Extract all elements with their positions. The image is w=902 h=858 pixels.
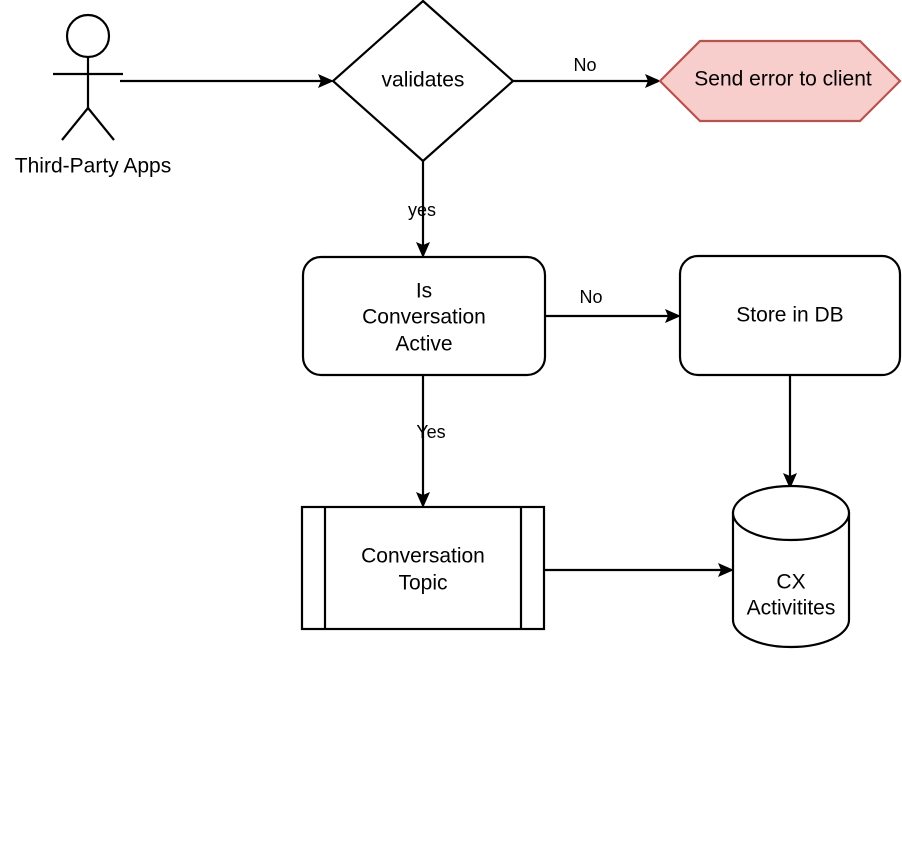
edge-label-validates-no: No <box>573 55 596 75</box>
edge-validates-to-send-error[interactable]: No <box>513 55 661 88</box>
edge-store-db-to-cx[interactable] <box>783 375 797 489</box>
actor-right-leg-line <box>87 107 115 141</box>
edge-topic-to-cx-arrowhead <box>718 563 734 577</box>
edge-label-is-active-yes: Yes <box>416 422 445 442</box>
send-error-hexagon-shape <box>658 39 902 123</box>
cx-activities-cylinder-body <box>731 511 851 649</box>
actor-label: Third-Party Apps <box>15 155 171 178</box>
node-conversation-topic[interactable]: Conversation Topic <box>300 505 546 631</box>
node-third-party-apps-actor[interactable]: Third-Party Apps <box>15 13 171 178</box>
conversation-topic-shape <box>300 505 546 631</box>
send-error-label: Send error to client <box>694 68 872 91</box>
edge-label-validates-yes: yes <box>408 200 436 220</box>
cx-activities-label-line1: CX <box>776 571 805 594</box>
edge-store-db-to-cx-arrowhead <box>783 473 797 489</box>
edge-label-is-active-no: No <box>579 287 602 307</box>
conversation-topic-label-line2: Topic <box>398 572 447 595</box>
cx-activities-cylinder-top <box>731 484 851 542</box>
edge-is-active-to-store-db[interactable]: No <box>545 287 681 323</box>
actor-left-leg-line <box>61 107 89 141</box>
actor-head-icon <box>65 13 111 59</box>
node-is-conversation-active[interactable]: Is Conversation Active <box>301 255 547 377</box>
store-in-db-label: Store in DB <box>736 304 843 327</box>
edge-actor-to-validates-arrowhead <box>318 74 334 88</box>
edge-validates-to-is-active-arrowhead <box>416 242 430 258</box>
edge-validates-to-is-active[interactable]: yes <box>408 161 436 258</box>
validates-label: validates <box>382 69 465 92</box>
edge-validates-to-send-error-arrowhead <box>645 74 661 88</box>
is-conversation-active-label-line3: Active <box>395 333 452 356</box>
cx-activities-label-line2: Activitites <box>747 597 836 620</box>
node-send-error-to-client[interactable]: Send error to client <box>658 39 902 123</box>
is-conversation-active-label-line1: Is <box>416 280 432 303</box>
conversation-topic-label-line1: Conversation <box>361 545 485 568</box>
node-store-in-db[interactable]: Store in DB <box>678 254 902 377</box>
node-validates-decision[interactable]: validates <box>331 0 515 163</box>
edge-is-active-to-topic[interactable]: Yes <box>416 375 446 508</box>
edge-is-active-to-topic-arrowhead <box>416 492 430 508</box>
edge-topic-to-cx[interactable] <box>544 563 734 577</box>
node-cx-activities-database[interactable]: CX Activitites <box>731 484 851 649</box>
edge-is-active-to-store-db-arrowhead <box>665 309 681 323</box>
is-conversation-active-label-line2: Conversation <box>362 306 486 329</box>
edge-actor-to-validates[interactable] <box>120 74 334 88</box>
